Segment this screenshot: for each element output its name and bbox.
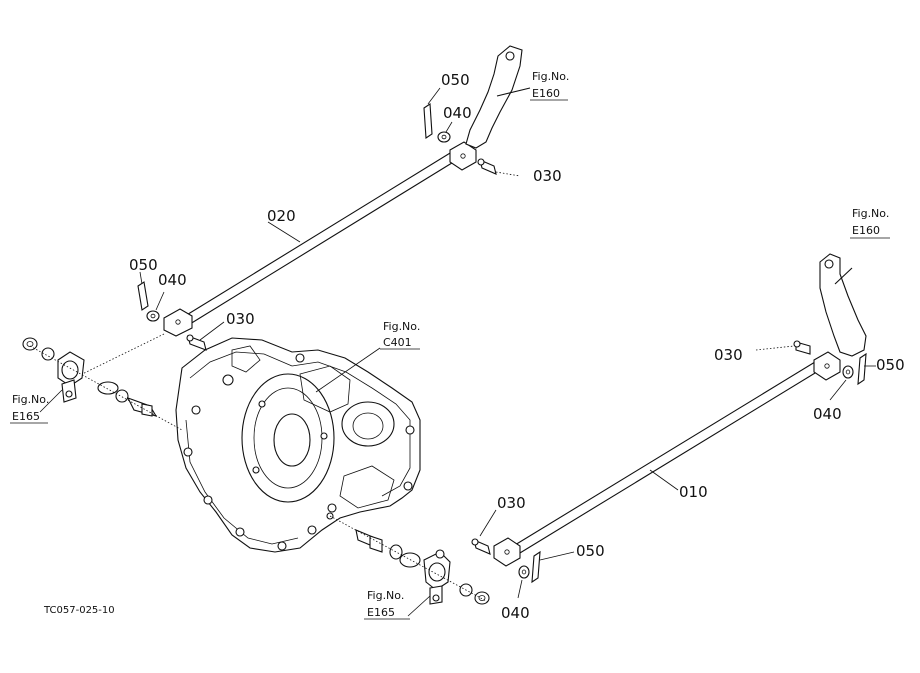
cotter-pin-icon xyxy=(857,352,867,386)
transmission-case xyxy=(175,337,421,553)
upper-right-hardware xyxy=(423,103,521,177)
label-rod-010: 010 xyxy=(679,483,708,501)
arm-e160-top xyxy=(465,45,531,149)
label-washer-lower-left: 040 xyxy=(501,604,530,622)
case-bore xyxy=(273,413,311,467)
spacer-icon xyxy=(97,381,119,395)
case-boss xyxy=(341,401,395,447)
part-labels: 020 010 030 030 030 030 040 040 040 040 … xyxy=(129,71,905,622)
label-pin-lower-right: 030 xyxy=(714,346,743,364)
figure-references: Fig.No. E160 Fig.No. E160 Fig.No. C401 F… xyxy=(10,70,890,620)
label-cotter-lower-left: 050 xyxy=(576,542,605,560)
label-cotter-lower-right: 050 xyxy=(876,356,905,374)
label-washer-lower-right: 040 xyxy=(813,405,842,423)
svg-text:Fig.No.: Fig.No. xyxy=(852,207,889,220)
svg-text:Fig.No.: Fig.No. xyxy=(383,320,420,333)
svg-text:Fig.No.: Fig.No. xyxy=(12,393,49,406)
lower-right-hardware xyxy=(755,340,867,386)
ref-e160-top: Fig.No. E160 xyxy=(530,70,569,101)
svg-text:Fig.No.: Fig.No. xyxy=(367,589,404,602)
spacer-icon xyxy=(399,552,421,568)
left-shaft-assembly xyxy=(22,337,183,431)
nut-icon xyxy=(474,591,490,605)
cotter-pin-icon xyxy=(531,550,541,584)
cotter-pin-icon xyxy=(423,103,433,139)
ref-e165-left: Fig.No. E165 xyxy=(10,393,49,424)
label-pin-upper-right: 030 xyxy=(533,167,562,185)
label-pin-lower-left: 030 xyxy=(497,494,526,512)
svg-text:E160: E160 xyxy=(852,224,880,237)
label-washer-upper-left: 040 xyxy=(158,271,187,289)
upper-left-hardware xyxy=(69,281,207,381)
svg-text:E165: E165 xyxy=(12,410,40,423)
washer-icon xyxy=(518,565,530,579)
label-rod-020: 020 xyxy=(267,207,296,225)
lower-left-hardware xyxy=(471,538,541,584)
ref-e160-right: Fig.No. E160 xyxy=(850,207,890,239)
washer-icon xyxy=(41,347,55,361)
svg-text:E165: E165 xyxy=(367,606,395,619)
arm-e160-right xyxy=(819,253,867,357)
rod-010-clevis-right xyxy=(813,351,841,381)
label-washer-upper-right: 040 xyxy=(443,104,472,122)
washer-icon xyxy=(437,131,451,143)
rod-020 xyxy=(163,141,477,337)
label-cotter-upper-left: 050 xyxy=(129,256,158,274)
svg-text:E160: E160 xyxy=(532,87,560,100)
arm-hole xyxy=(505,51,515,61)
svg-text:C401: C401 xyxy=(383,336,412,349)
washer-icon xyxy=(842,365,854,379)
label-pin-upper-left: 030 xyxy=(226,310,255,328)
lower-shaft-assembly xyxy=(329,515,490,605)
rod-010-clevis-left xyxy=(493,537,521,567)
leader-lines xyxy=(39,87,876,617)
ref-c401: Fig.No. C401 xyxy=(380,320,420,350)
rod-010 xyxy=(493,351,841,567)
rod-020-clevis-left xyxy=(163,308,193,337)
ref-e165-bottom: Fig.No. E165 xyxy=(364,589,410,620)
cotter-pin-icon xyxy=(137,281,149,311)
washer-icon xyxy=(146,310,160,322)
drawing-code: TC057-025-10 xyxy=(43,605,115,616)
svg-text:Fig.No.: Fig.No. xyxy=(532,70,569,83)
label-cotter-upper-right: 050 xyxy=(441,71,470,89)
nut-icon xyxy=(22,337,38,351)
rod-020-clevis-right xyxy=(449,141,477,171)
arm-hole xyxy=(824,259,834,269)
